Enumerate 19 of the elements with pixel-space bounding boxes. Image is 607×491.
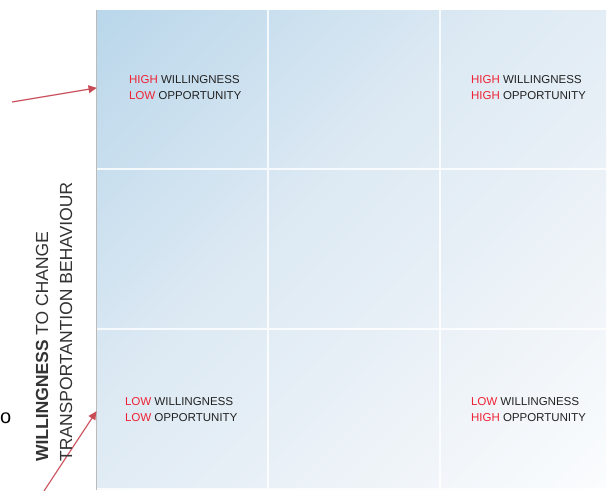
quadrant-label: HIGH OPPORTUNITY	[471, 411, 586, 426]
quadrant-label: LOW WILLINGNESS	[125, 395, 234, 410]
matrix-cell	[269, 170, 441, 330]
matrix-cell	[97, 10, 269, 170]
matrix-cell	[269, 10, 441, 170]
matrix-cell	[269, 330, 441, 490]
text-fragment: o	[0, 406, 12, 429]
arrow	[44, 411, 96, 491]
matrix-cell	[97, 330, 269, 490]
quadrant-label: LOW OPPORTUNITY	[129, 89, 242, 104]
quadrant-label: HIGH WILLINGNESS	[471, 73, 582, 88]
matrix-cell	[97, 170, 269, 330]
quadrant-label: HIGH OPPORTUNITY	[471, 89, 586, 104]
arrow	[12, 85, 97, 103]
quadrant-label: LOW OPPORTUNITY	[125, 411, 238, 426]
matrix-cell	[441, 10, 607, 170]
matrix-cell	[441, 170, 607, 330]
quadrant-label: HIGH WILLINGNESS	[129, 73, 240, 88]
quadrant-label: LOW WILLINGNESS	[471, 395, 580, 410]
